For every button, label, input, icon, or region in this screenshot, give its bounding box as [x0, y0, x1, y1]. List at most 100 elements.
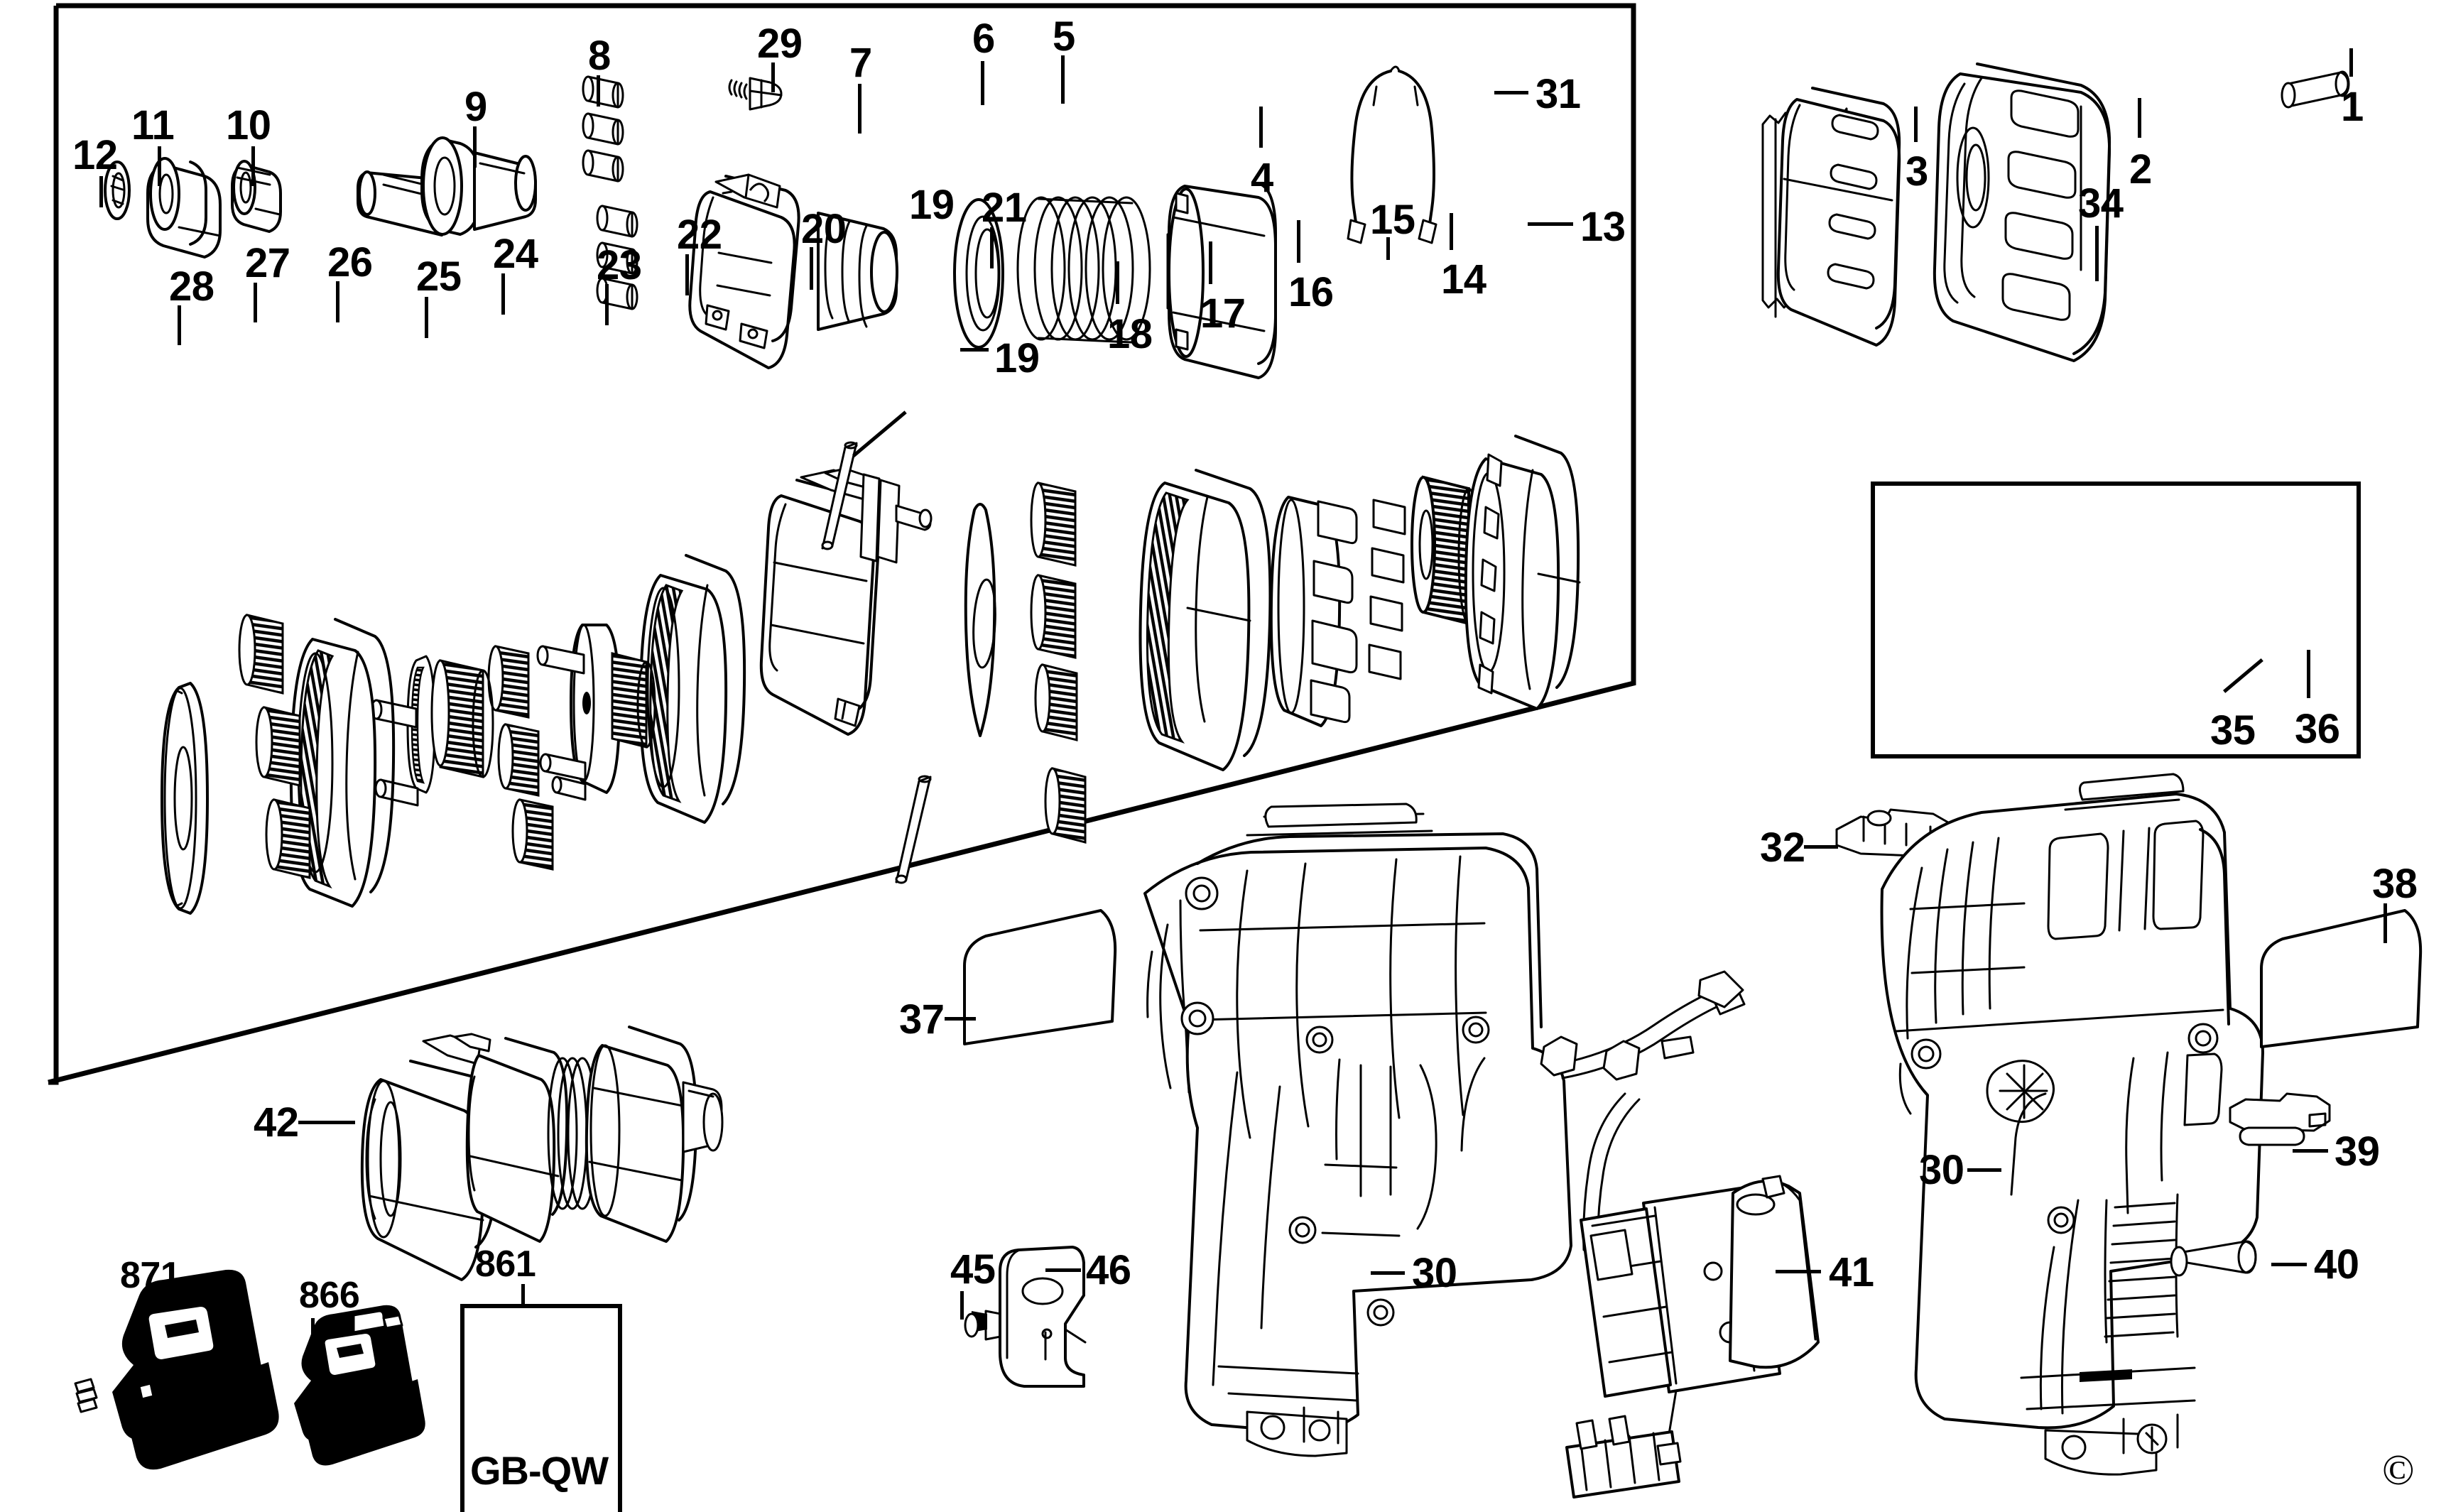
leader-line-29: [771, 62, 775, 92]
callout-21: 21: [982, 185, 1027, 231]
callout-42: 42: [254, 1099, 299, 1146]
callout-30b: 30: [1919, 1147, 1964, 1193]
leader-line-3: [1914, 107, 1918, 142]
part-8-roller-pins: [582, 75, 638, 310]
leader-line-45: [960, 1291, 964, 1320]
callout-10: 10: [226, 102, 271, 148]
part-5-clutch-spring: [1016, 196, 1151, 344]
leader-line-31: [1494, 91, 1528, 94]
part-15-needle-rollers: [1368, 499, 1406, 680]
callout-16: 16: [1288, 269, 1334, 315]
callout-18: 18: [1107, 311, 1153, 357]
callout-25: 25: [416, 254, 462, 300]
callout-26: 26: [327, 239, 373, 285]
callout-45: 45: [950, 1246, 996, 1293]
leader-line-27: [254, 283, 257, 322]
callout-2: 2: [2129, 146, 2152, 192]
part-4-clutch-collar: [1166, 182, 1277, 379]
part-2-chuck-sleeve: [1933, 62, 2111, 362]
callout-24: 24: [493, 231, 538, 277]
leader-line-1: [2349, 48, 2353, 77]
callout-19a: 19: [909, 182, 955, 228]
part-37-name-plate-left: [963, 909, 1117, 1045]
gb-qw-text: GB-QW: [470, 1448, 609, 1493]
callout-6: 6: [972, 16, 995, 62]
leader-line-10: [251, 146, 255, 186]
leader-line-20: [810, 247, 813, 290]
callout-37: 37: [899, 996, 945, 1043]
callout-12: 12: [72, 132, 118, 178]
leader-line-5: [1061, 55, 1065, 104]
part-871-battery-pack-large: [74, 1269, 279, 1470]
callout-8: 8: [588, 33, 611, 79]
part-16-carrier-plate: [1269, 496, 1358, 727]
callout-38: 38: [2372, 861, 2418, 907]
leader-line-23: [605, 284, 609, 325]
callout-41: 41: [1829, 1249, 1874, 1295]
callout-35: 35: [2210, 707, 2256, 754]
leader-line-36: [2307, 650, 2310, 698]
leader-line-18: [1116, 261, 1119, 304]
part-866-battery-pack-small: [294, 1305, 425, 1466]
leader-line-12: [99, 176, 103, 207]
leader-line-871: [145, 1298, 148, 1334]
leader-line-9: [473, 126, 477, 168]
leader-line-42: [298, 1121, 355, 1124]
leader-line-22: [685, 254, 689, 295]
callout-861: 861: [475, 1244, 536, 1285]
callout-5: 5: [1053, 13, 1075, 60]
leader-line-2: [2138, 98, 2141, 138]
leader-line-861: [521, 1284, 525, 1307]
leader-line-41: [1776, 1270, 1821, 1273]
leader-line-17: [1209, 241, 1212, 284]
callout-46: 46: [1086, 1247, 1131, 1293]
part-39-belt-hook-clip: [2229, 1092, 2331, 1146]
leader-line-32: [1804, 845, 1838, 849]
callout-29: 29: [757, 21, 803, 67]
part-30-housing-half-right: [1880, 773, 2264, 1476]
callout-31: 31: [1535, 71, 1581, 117]
part-42-complete-gearbox: [360, 1026, 724, 1281]
leader-line-866: [311, 1318, 315, 1358]
part-19-shift-pin-upper: [821, 441, 858, 550]
leader-line-26: [336, 281, 339, 322]
leader-line-46: [1045, 1268, 1081, 1272]
part-12-retaining-washer: [104, 161, 131, 220]
part-41-switch-assembly: [1540, 970, 1820, 1499]
leader-line-19b: [960, 348, 989, 352]
leader-line-8: [597, 75, 600, 107]
gb-qw-case-box: [460, 1304, 622, 1512]
copyright-mark: ©: [2382, 1447, 2415, 1494]
callout-27: 27: [245, 240, 290, 286]
callout-866: 866: [299, 1275, 360, 1316]
callout-871: 871: [120, 1255, 181, 1296]
leader-line-39: [2293, 1149, 2328, 1153]
leader-line-6: [981, 61, 984, 105]
part-40-screw: [2170, 1240, 2257, 1277]
leader-line-30a: [1371, 1271, 1405, 1275]
part-30-housing-half-left: [1143, 803, 1572, 1457]
part-27-planet-gears-output: [238, 614, 311, 879]
part-13-ring-gear: [1464, 435, 1581, 710]
leader-line-11: [158, 146, 161, 186]
part-18-planet-gears: [1030, 482, 1087, 844]
part-20-gearbox-housing: [759, 467, 933, 736]
callout-22: 22: [677, 212, 722, 258]
leader-line-40: [2271, 1263, 2307, 1266]
leader-line-21: [990, 227, 994, 268]
part-24-planet-gear-set: [487, 645, 554, 871]
part-10-bearing-nut: [231, 160, 282, 233]
callout-40: 40: [2314, 1241, 2359, 1288]
part-3-chuck-body: [1761, 87, 1901, 347]
callout-23: 23: [597, 242, 642, 288]
main-panel-frame: [48, 3, 1636, 1085]
part-38-name-plate-right: [2260, 909, 2423, 1048]
leader-line-15: [1386, 237, 1390, 260]
leader-line-38: [2384, 903, 2387, 943]
part-7-clutch-housing: [688, 173, 898, 369]
callout-11: 11: [131, 102, 175, 148]
part-21-shift-plate: [964, 503, 996, 737]
callout-9: 9: [464, 84, 487, 130]
callout-3: 3: [1906, 148, 1928, 195]
part-19-shift-pin-lower: [895, 775, 932, 884]
